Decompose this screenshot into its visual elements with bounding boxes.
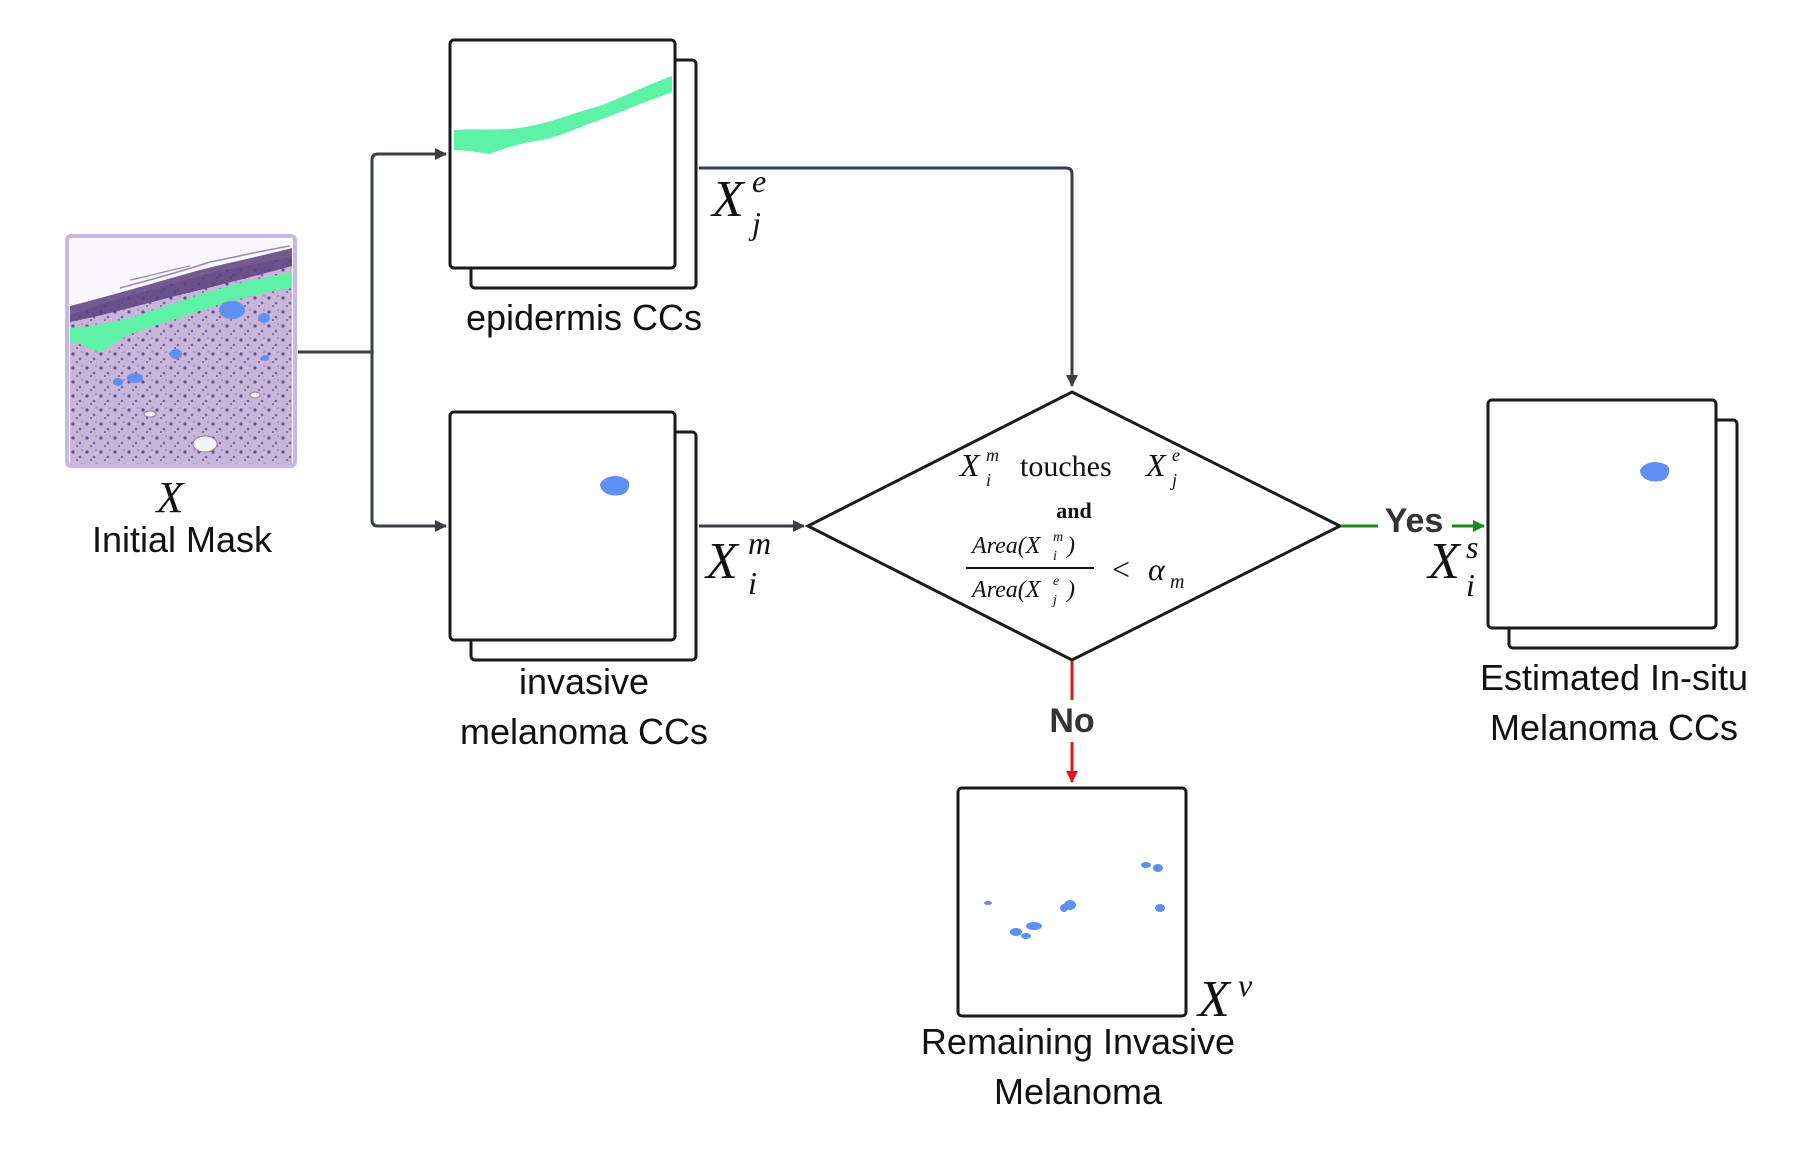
svg-text:i: i bbox=[1466, 567, 1475, 603]
svg-text:X: X bbox=[710, 171, 746, 228]
invasive-cc-stack bbox=[448, 410, 698, 662]
svg-text:v: v bbox=[1238, 967, 1253, 1003]
svg-text:α: α bbox=[1148, 551, 1166, 587]
decision-area-ratio: Area(X m i ) Area(X e j ) < α m bbox=[966, 530, 1184, 608]
remaining-label-line1: Remaining Invasive bbox=[921, 1021, 1235, 1062]
svg-text:Area(X: Area(X bbox=[970, 577, 1042, 603]
epidermis-mask-overlay bbox=[70, 272, 292, 352]
svg-text:X: X bbox=[704, 533, 740, 590]
epidermis-symbol: X e j bbox=[710, 163, 766, 241]
input-connectors bbox=[298, 148, 447, 532]
svg-text:X: X bbox=[1426, 533, 1462, 590]
svg-text:): ) bbox=[1065, 577, 1075, 603]
initial-mask-label: Initial Mask bbox=[92, 519, 273, 560]
svg-text:e: e bbox=[1053, 574, 1059, 589]
svg-text:<: < bbox=[1112, 551, 1130, 587]
epidermis-to-decision-arrow bbox=[699, 166, 1078, 387]
decision-condition-line1: X m i touches X e j bbox=[958, 445, 1180, 490]
svg-text:j: j bbox=[1170, 470, 1177, 490]
svg-text:touches: touches bbox=[1020, 450, 1112, 483]
svg-text:e: e bbox=[1172, 445, 1180, 465]
svg-text:X: X bbox=[1196, 971, 1232, 1028]
svg-text:j: j bbox=[748, 205, 761, 241]
svg-text:j: j bbox=[1051, 593, 1057, 608]
svg-text:): ) bbox=[1065, 533, 1075, 559]
invasive-label-line1: invasive bbox=[519, 661, 649, 702]
svg-text:e: e bbox=[752, 163, 766, 199]
decision-and-label: and bbox=[1056, 498, 1091, 523]
remaining-cc-masks bbox=[984, 862, 1165, 939]
epidermis-label: epidermis CCs bbox=[466, 297, 702, 338]
svg-text:m: m bbox=[748, 525, 771, 561]
svg-text:X: X bbox=[1144, 447, 1167, 483]
initial-mask-symbol: X bbox=[155, 473, 186, 522]
no-label: No bbox=[1049, 702, 1094, 740]
svg-text:i: i bbox=[986, 470, 991, 490]
yes-label: Yes bbox=[1385, 502, 1444, 540]
insitu-cc-stack bbox=[1486, 398, 1739, 650]
insitu-cc-mask bbox=[1640, 462, 1670, 482]
epidermis-cc-stack bbox=[448, 38, 698, 290]
svg-text:Area(X: Area(X bbox=[970, 533, 1042, 559]
remaining-cc-box bbox=[956, 786, 1188, 1018]
invasive-label-line2: melanoma CCs bbox=[460, 711, 708, 752]
svg-text:m: m bbox=[986, 445, 999, 465]
remaining-symbol: X v bbox=[1196, 967, 1253, 1028]
insitu-label-line2: Melanoma CCs bbox=[1490, 707, 1738, 748]
svg-text:m: m bbox=[1053, 530, 1063, 545]
svg-text:X: X bbox=[155, 473, 186, 522]
invasive-symbol: X m i bbox=[704, 525, 771, 601]
epidermis-cc-mask bbox=[454, 76, 672, 154]
decision-diamond bbox=[804, 390, 1344, 662]
svg-text:i: i bbox=[748, 565, 757, 601]
svg-text:X: X bbox=[958, 447, 981, 483]
insitu-label-line1: Estimated In-situ bbox=[1480, 657, 1748, 698]
invasive-cc-mask bbox=[600, 476, 630, 496]
svg-text:m: m bbox=[1170, 571, 1184, 593]
svg-text:s: s bbox=[1466, 529, 1478, 565]
svg-text:i: i bbox=[1053, 549, 1057, 564]
remaining-label-line2: Melanoma bbox=[994, 1071, 1163, 1112]
insitu-symbol: X s i bbox=[1426, 529, 1478, 603]
initial-mask-image bbox=[65, 234, 297, 468]
